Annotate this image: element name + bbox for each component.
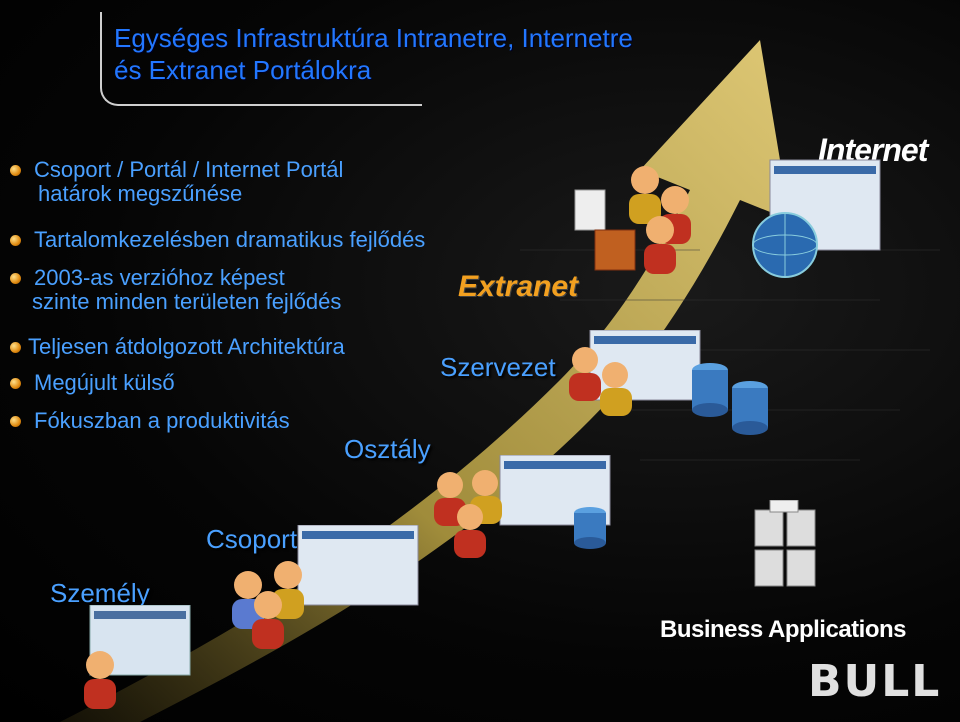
bullet-text: 2003-as verzióhoz képest xyxy=(34,265,285,290)
bullet-dot-icon xyxy=(10,416,21,427)
bullet-text: határok megszűnése xyxy=(38,181,243,206)
bullet-text: szinte minden területen fejlődés xyxy=(32,289,342,314)
person-node-icon xyxy=(84,605,191,709)
bullet-text: Megújult külső xyxy=(34,370,175,395)
bullet-dot-icon xyxy=(10,378,21,389)
level-label-szervezet: Szervezet xyxy=(440,352,556,382)
bullet-item: Fókuszban a produktivitás xyxy=(10,409,290,433)
bullet-dot-icon xyxy=(10,235,21,246)
title-line-2: és Extranet Portálokra xyxy=(114,55,372,85)
bullet-dot-icon xyxy=(10,273,21,284)
bullet-text: Teljesen átdolgozott Architektúra xyxy=(28,334,345,359)
business-applications-label: Business Applications xyxy=(660,616,907,643)
level-label-osztaly: Osztály xyxy=(344,434,431,464)
title-frame xyxy=(100,12,422,106)
bullet-text: Tartalomkezelésben dramatikus fejlődés xyxy=(34,227,426,252)
extranet-logo: Extranet xyxy=(458,270,579,303)
server-stack-icon xyxy=(754,500,816,587)
bullet-item: Megújult külső xyxy=(10,371,175,395)
page-title: Egységes Infrastruktúra Intranetre, Inte… xyxy=(114,22,633,86)
bullet-item: Teljesen átdolgozott Architektúra xyxy=(10,335,345,359)
bullet-text: Fókuszban a produktivitás xyxy=(34,408,290,433)
title-line-1: Egységes Infrastruktúra Intranetre, Inte… xyxy=(114,23,633,53)
bullet-text: Csoport / Portál / Internet Portál xyxy=(34,157,344,182)
internet-globe-icon xyxy=(752,159,881,278)
group-node-icon xyxy=(232,525,419,649)
department-node-icon xyxy=(434,455,611,558)
organization-node-icon xyxy=(569,330,768,435)
bull-logo: BULL xyxy=(808,656,942,707)
bullet-dot-icon xyxy=(10,165,21,176)
bullet-item: Csoport / Portál / Internet Portál határ… xyxy=(10,158,343,206)
bullet-dot-icon xyxy=(10,342,21,353)
level-label-csoport: Csoport xyxy=(206,524,298,554)
level-label-szemely: Személy xyxy=(50,578,150,608)
bullet-item: Tartalomkezelésben dramatikus fejlődés xyxy=(10,228,425,252)
bullet-item: 2003-as verzióhoz képest szinte minden t… xyxy=(10,266,341,314)
extranet-node-icon xyxy=(574,166,691,274)
